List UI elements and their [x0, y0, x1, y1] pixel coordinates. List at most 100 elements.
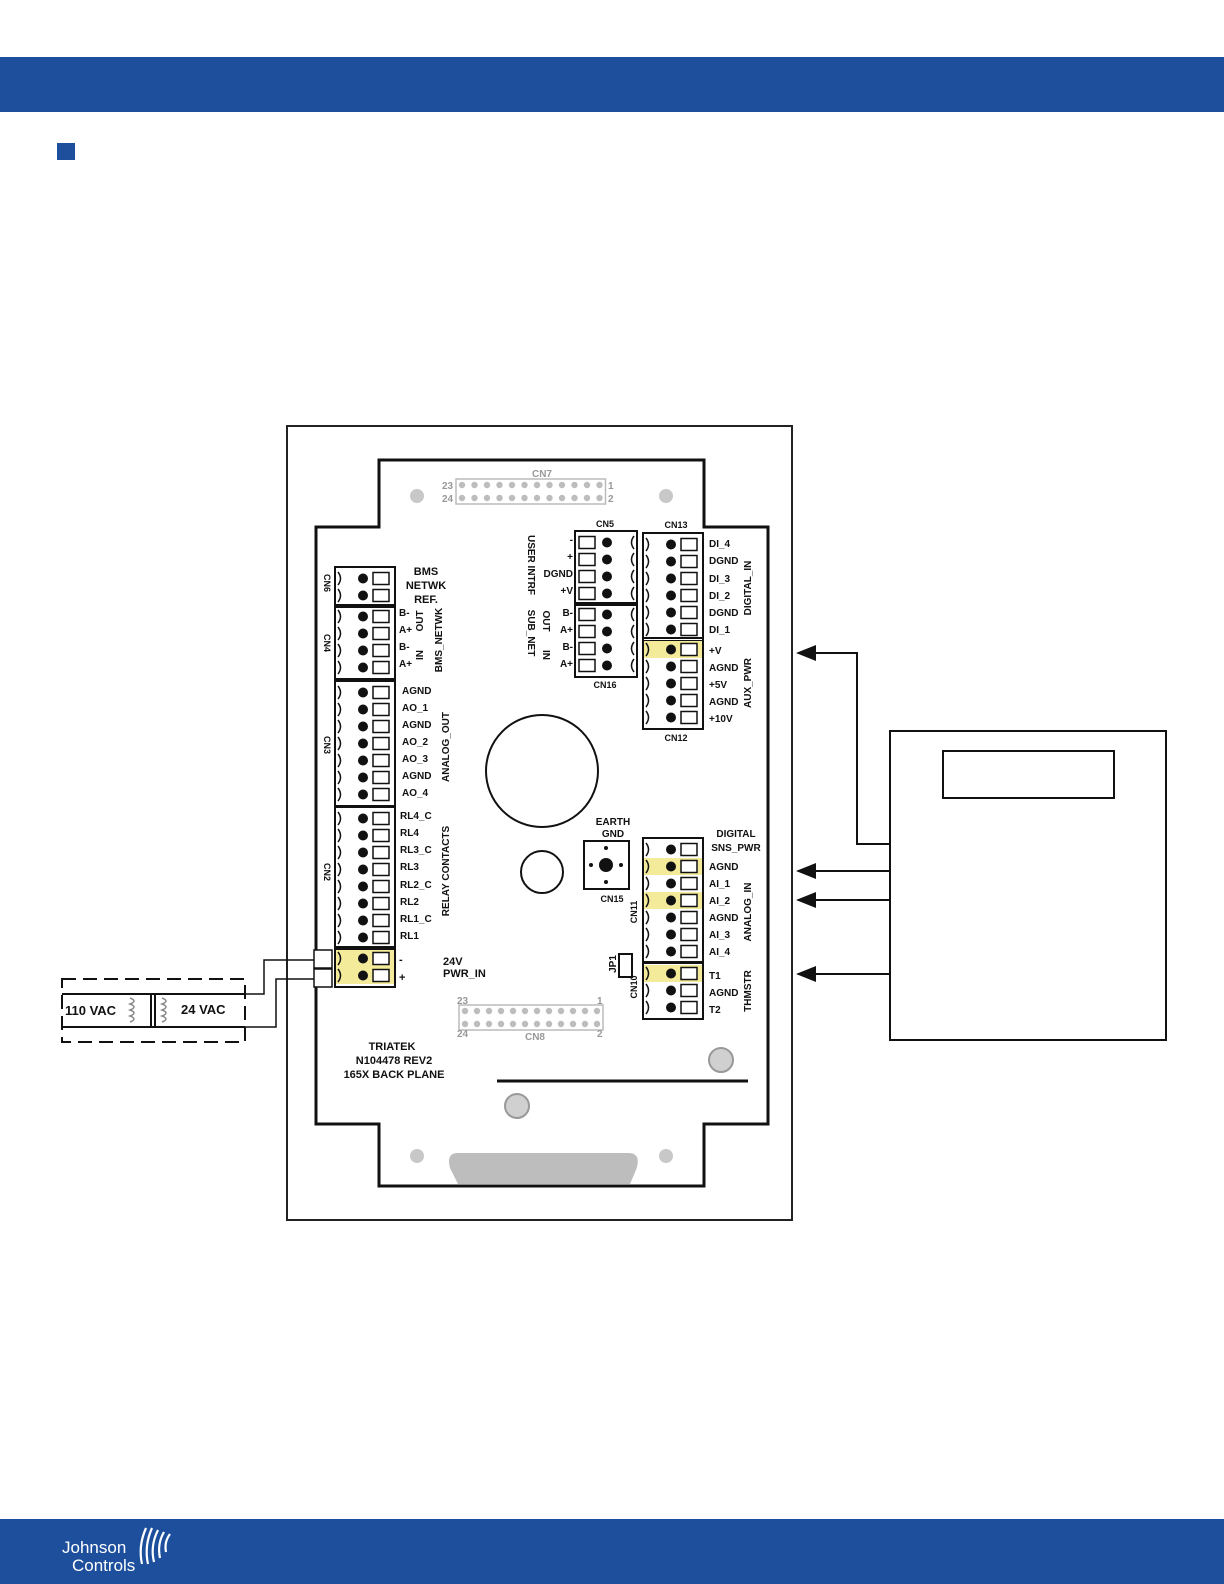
terminal-screw	[358, 590, 368, 601]
terminal-slot	[680, 710, 698, 725]
terminal-screw	[666, 678, 676, 689]
terminal-edge	[337, 913, 342, 928]
terminal-edge	[645, 876, 650, 891]
cn11-top-label: SNS_PWR	[711, 843, 761, 854]
terminal-edge	[645, 910, 650, 925]
terminal-slot	[372, 845, 390, 860]
terminal-screw	[666, 607, 676, 618]
terminal-screw	[602, 626, 612, 637]
terminal-slot	[578, 658, 596, 673]
mounting-hole	[659, 1149, 673, 1163]
cn10-name: CN10	[629, 975, 639, 998]
terminal-block-power	[334, 946, 396, 988]
terminal-screw	[666, 661, 676, 672]
cn16-pin-label: B-	[562, 642, 573, 653]
cn5-pin-label: -	[570, 535, 573, 546]
terminal-screw	[358, 881, 368, 892]
terminal-screw	[358, 915, 368, 926]
terminal-edge	[337, 828, 342, 843]
footer-band	[0, 1519, 1224, 1584]
terminal-slot	[680, 842, 698, 857]
cn10-pin-label: AGND	[709, 988, 738, 999]
terminal-slot	[372, 609, 390, 624]
terminal-edge	[645, 893, 650, 908]
mounting-screw	[504, 1093, 530, 1119]
header-pin	[471, 494, 478, 502]
header-pin	[533, 1007, 541, 1015]
header-pin	[458, 481, 466, 489]
terminal-edge	[337, 930, 342, 945]
cn10-pin-label: T1	[709, 971, 721, 982]
cn4-pin-label: B-	[399, 642, 410, 653]
transformer-outline	[61, 978, 246, 1043]
cn13-pin-label: DGND	[709, 556, 738, 567]
cn3-pin-label: AGND	[402, 771, 431, 782]
earth-gnd-label: GND	[602, 829, 624, 840]
terminal-block-body	[334, 806, 396, 950]
cn2-pin-label: RL4	[400, 828, 419, 839]
cn13-pin-label: DGND	[709, 608, 738, 619]
cn7-label: CN7	[532, 469, 552, 480]
earth-gnd-dot	[589, 863, 593, 867]
cn7-pin-1: 1	[608, 481, 614, 492]
cn5-pin-label: +V	[560, 586, 573, 597]
header-pin	[485, 1020, 493, 1028]
terminal-edge	[645, 659, 650, 674]
terminal-slot	[680, 554, 698, 569]
terminal-screw	[666, 861, 676, 872]
terminal-block-body	[334, 946, 396, 988]
terminal-slot	[372, 787, 390, 802]
terminal-edge	[630, 607, 635, 622]
cn2-group-label: RELAY CONTACTS	[441, 825, 452, 916]
cn10-group-label: THMSTR	[743, 969, 754, 1011]
terminal-slot	[578, 641, 596, 656]
terminal-slot	[578, 552, 596, 567]
terminal-screw	[602, 571, 612, 582]
header-pin	[596, 494, 603, 502]
terminal-screw	[358, 611, 368, 622]
terminal-screw	[666, 556, 676, 567]
earth-gnd-dot	[619, 863, 623, 867]
cn11-pin-label: AGND	[709, 913, 738, 924]
terminal-edge	[645, 944, 650, 959]
header-pin	[546, 494, 553, 502]
terminal-edge	[645, 554, 650, 569]
terminal-edge	[645, 927, 650, 942]
cn2-pin-label: RL2_C	[400, 880, 432, 891]
terminal-edge	[645, 537, 650, 552]
power-plug-plus	[313, 968, 333, 988]
header-pin	[497, 1007, 505, 1015]
terminal-edge	[645, 966, 650, 981]
mounting-screw	[708, 1047, 734, 1073]
cn7-pin-23: 23	[442, 481, 454, 492]
header-pin	[596, 481, 603, 489]
cn8-pin-23: 23	[457, 996, 469, 1007]
terminal-edge	[630, 624, 635, 639]
cn13-pin-label: DI_2	[709, 591, 731, 602]
header-pin	[497, 1020, 505, 1028]
terminal-screw	[358, 953, 368, 964]
logo-mark-icon	[139, 1527, 171, 1565]
terminal-screw	[602, 609, 612, 620]
terminal-edge	[630, 641, 635, 656]
header-pin	[496, 494, 503, 502]
terminal-screw	[602, 660, 612, 671]
cn2-pin-label: RL1_C	[400, 914, 432, 925]
cn4-in-label: IN	[415, 650, 426, 660]
cn7-pin-2: 2	[608, 494, 614, 505]
cn11-pin-label: AI_4	[709, 947, 731, 958]
header-pin	[458, 494, 466, 502]
terminal-slot	[372, 968, 390, 983]
cn11-pin-label: AI_2	[709, 896, 731, 907]
cn13-group-label: DIGITAL_IN	[743, 561, 754, 616]
header-pin	[583, 481, 591, 489]
terminal-screw	[666, 929, 676, 940]
header-pin	[571, 494, 578, 502]
terminal-slot	[372, 643, 390, 658]
header-pin	[581, 1020, 589, 1028]
terminal-screw	[358, 687, 368, 698]
terminal-screw	[358, 738, 368, 749]
terminal-edge	[645, 693, 650, 708]
cn4-pin-label: B-	[399, 608, 410, 619]
terminal-screw	[666, 844, 676, 855]
